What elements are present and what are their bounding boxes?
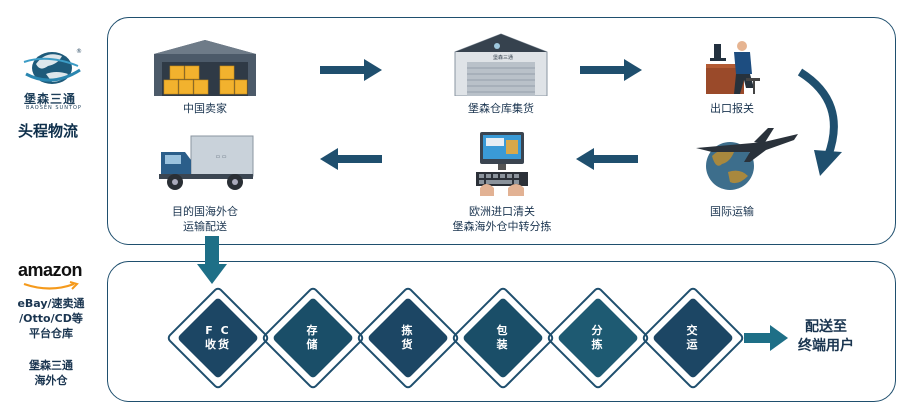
step-label-line: 储 — [306, 338, 320, 351]
final-line: 配送至 — [805, 319, 847, 335]
step-caption-consolidation: 堡森仓库集货 — [441, 101, 561, 116]
airplane-globe-icon — [696, 128, 798, 190]
right-arrow-icon — [320, 59, 382, 81]
amazon-logo: amazon — [18, 260, 83, 280]
step-caption-seller: 中国卖家 — [145, 101, 265, 116]
warehouse-sign-text: 堡森三通 — [493, 54, 513, 61]
step-shipping: 交 运 — [640, 285, 746, 391]
caption-line: 运输配送 — [183, 220, 227, 233]
platform-line: /Otto/CD等 — [19, 312, 83, 325]
step-label-line: 货 — [401, 338, 415, 351]
amazon-smile-icon — [23, 281, 79, 290]
caption-line: 堡森海外仓中转分拣 — [452, 220, 552, 233]
logo-globe-icon — [23, 52, 81, 84]
overseas-line: 海外仓 — [34, 374, 68, 387]
step-label-line: 运 — [686, 338, 700, 351]
step-sorting: 分 拣 — [545, 285, 651, 391]
caption-line: 中国卖家 — [183, 102, 227, 115]
step-label: 包 装 — [474, 324, 532, 352]
step-label: 交 运 — [664, 324, 722, 352]
logo-chinese-name: 堡森三通 — [24, 92, 77, 106]
step-label: 分 拣 — [569, 324, 627, 352]
step-packing: 包 装 — [450, 285, 556, 391]
caption-line: 目的国海外仓 — [172, 205, 238, 218]
registered-mark: ® — [76, 48, 82, 55]
warehouse-boxes-icon — [154, 40, 256, 96]
step-caption-delivery: 目的国海外仓 运输配送 — [145, 204, 265, 234]
step-label-line: F C — [205, 324, 231, 337]
delivery-truck-icon: ▭ ▭ — [159, 135, 254, 190]
caption-line: 欧洲进口清关 — [469, 205, 535, 218]
step-label-line: 装 — [496, 338, 510, 351]
step-label: F C 收货 — [189, 324, 247, 352]
step-picking: 拣 货 — [355, 285, 461, 391]
final-line: 终端用户 — [798, 338, 854, 354]
warehouse-building-icon: 堡森三通 — [454, 33, 548, 96]
left-arrow-icon — [576, 148, 638, 170]
step-label-line: 存 — [306, 324, 320, 337]
step-caption-intl-transport: 国际运输 — [672, 204, 792, 219]
down-arrow-icon — [197, 236, 227, 284]
svg-text:▭ ▭: ▭ ▭ — [215, 154, 226, 160]
left-arrow-icon — [320, 148, 382, 170]
office-worker-icon — [706, 41, 760, 94]
fulfillment-panel — [107, 261, 896, 402]
logo-english-name: BAOSEN SUNTOP — [26, 105, 82, 111]
first-leg-panel — [107, 17, 896, 245]
step-caption-export-customs: 出口报关 — [672, 101, 792, 116]
overseas-warehouse-label: 堡森三通 海外仓 — [6, 358, 96, 388]
platform-line: eBay/速卖通 — [17, 297, 85, 310]
caption-line: 出口报关 — [710, 102, 754, 115]
caption-line: 国际运输 — [710, 205, 754, 218]
step-label-line: 收货 — [205, 338, 231, 351]
right-arrow-icon — [580, 59, 642, 81]
step-label-line: 分 — [591, 324, 605, 337]
overseas-line: 堡森三通 — [29, 359, 73, 372]
step-fc-receiving: F C 收货 — [165, 285, 271, 391]
section-title-first-leg: 头程物流 — [18, 122, 79, 140]
right-arrow-icon — [744, 325, 788, 351]
step-label: 拣 货 — [379, 324, 437, 352]
step-label-line: 包 — [496, 324, 510, 337]
step-label-line: 交 — [686, 324, 700, 337]
step-label-line: 拣 — [401, 324, 415, 337]
final-destination-label: 配送至 终端用户 — [788, 318, 864, 356]
step-label-line: 拣 — [591, 338, 605, 351]
brand-logo — [18, 44, 88, 114]
step-storage: 存 储 — [260, 285, 366, 391]
step-label: 存 储 — [284, 324, 342, 352]
platform-warehouses-label: eBay/速卖通 /Otto/CD等 平台仓库 — [6, 296, 96, 341]
step-caption-eu-clearance: 欧洲进口清关 堡森海外仓中转分拣 — [432, 204, 572, 234]
curved-down-arrow-icon — [797, 68, 842, 176]
computer-keyboard-icon — [476, 132, 528, 196]
caption-line: 堡森仓库集货 — [468, 102, 534, 115]
platform-line: 平台仓库 — [29, 327, 73, 340]
